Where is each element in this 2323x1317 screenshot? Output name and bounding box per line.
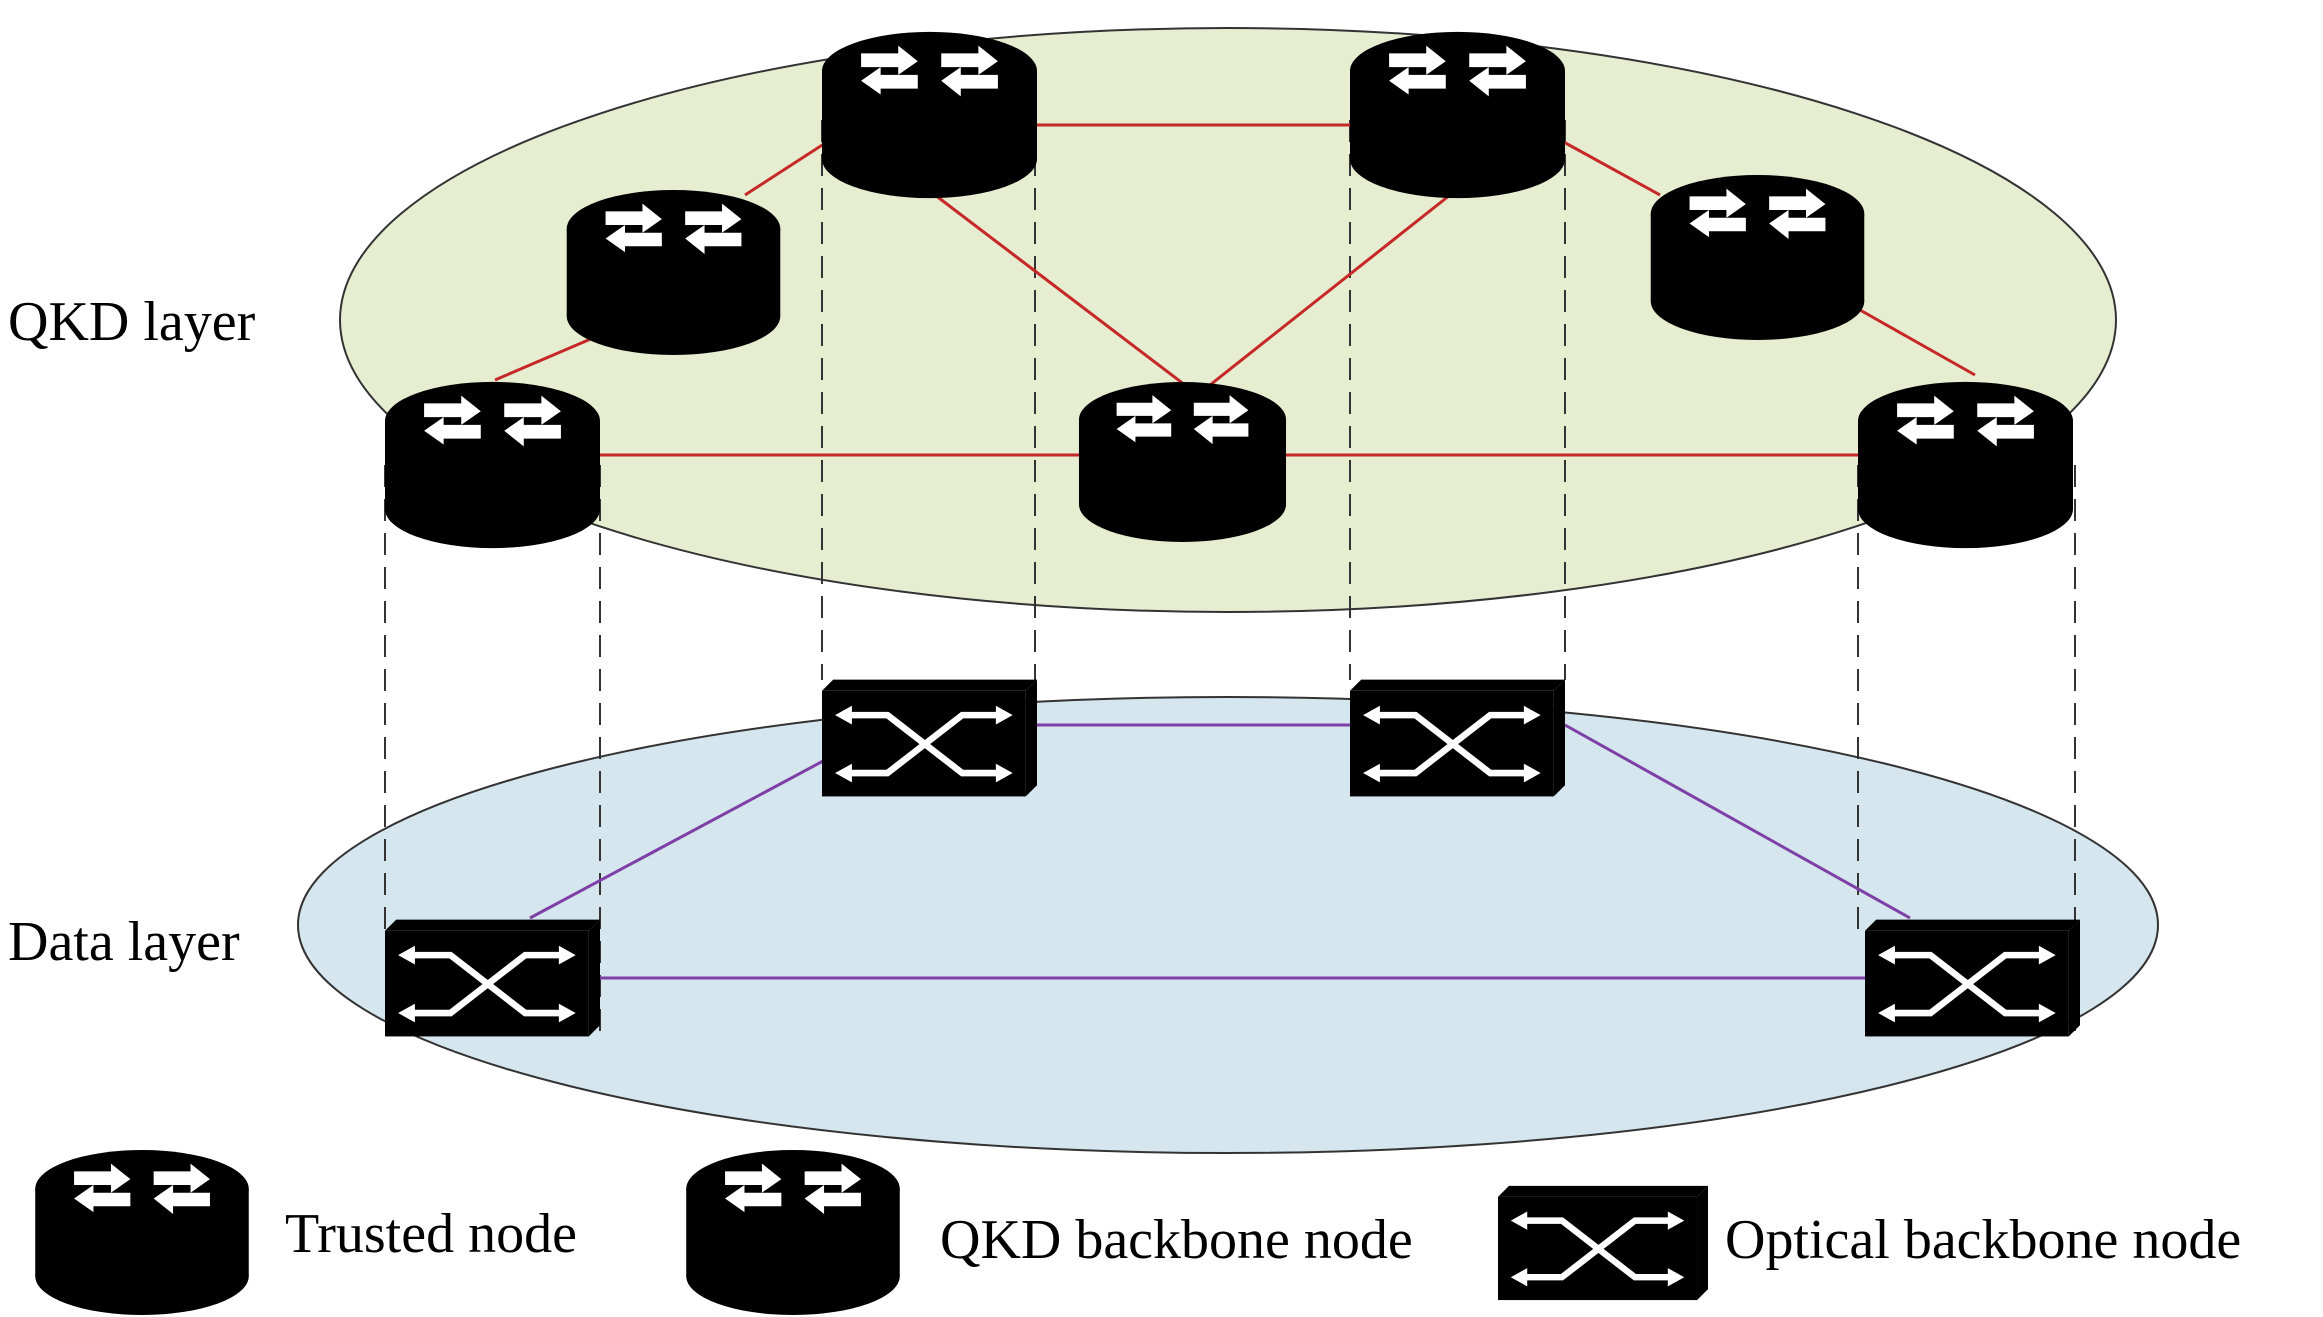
legend: Trusted node QKD backbone node Optical b…: [35, 1150, 2241, 1315]
optical-switch-icon: [385, 920, 600, 1037]
legend-trusted-swatch: [35, 1150, 249, 1315]
trusted-node: [1078, 382, 1287, 542]
optical-switch-icon: [1498, 1186, 1708, 1300]
legend-optical-backbone-swatch: [1498, 1186, 1708, 1300]
optical-backbone-node: [385, 920, 600, 1037]
router-icon: [1078, 382, 1287, 542]
trusted-node: [566, 190, 781, 355]
router-icon: [686, 1150, 900, 1315]
trusted-node: [1650, 175, 1865, 340]
router-icon: [385, 381, 600, 549]
router-icon: [35, 1150, 249, 1315]
legend-optical-backbone-label: Optical backbone node: [1725, 1209, 2241, 1271]
data-layer-label: Data layer: [8, 911, 240, 973]
data-layer-plane: [297, 696, 2159, 1154]
optical-backbone-node: [822, 680, 1037, 797]
qkd-backbone-node: [385, 381, 600, 549]
legend-qkd-backbone-label: QKD backbone node: [940, 1209, 1413, 1271]
qkd-backbone-node: [1858, 381, 2073, 549]
legend-qkd-backbone-swatch: [686, 1150, 900, 1315]
qkd-layer-plane: [339, 27, 2117, 613]
data-links: [529, 723, 1911, 980]
router-icon: [1650, 175, 1865, 340]
router-icon: [566, 190, 781, 355]
router-icon: [822, 31, 1037, 199]
qkd-backbone-node: [1350, 31, 1565, 199]
legend-trusted-label: Trusted node: [285, 1203, 577, 1265]
optical-backbone-node: [1865, 920, 2080, 1037]
layer-projection-lines: [384, 120, 2076, 1035]
optical-backbone-node: [1350, 680, 1565, 797]
qkd-links: [494, 123, 1976, 457]
router-icon: [1350, 31, 1565, 199]
optical-switch-icon: [822, 680, 1037, 797]
router-icon: [1858, 381, 2073, 549]
qkd-backbone-node: [822, 31, 1037, 199]
optical-switch-icon: [1865, 920, 2080, 1037]
qkd-layer-label: QKD layer: [8, 291, 256, 353]
optical-switch-icon: [1350, 680, 1565, 797]
